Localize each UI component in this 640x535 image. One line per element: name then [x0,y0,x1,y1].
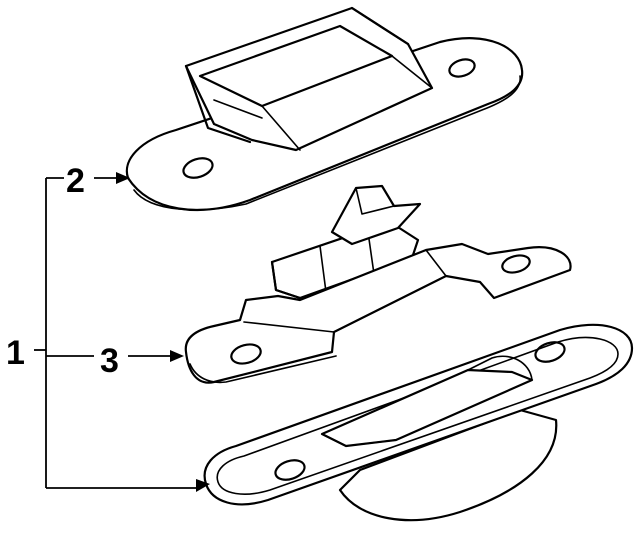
arrow-to-bracket [170,350,184,362]
bracket-part [184,184,572,384]
callout-1: 1 [6,334,25,372]
arrow-to-housing [116,172,130,184]
callout-2: 2 [66,162,85,200]
callout-leaders [34,172,210,492]
lens-base-part [203,323,634,522]
callout-3: 3 [100,342,119,380]
lens-housing-part [125,6,524,211]
arrow-to-lens [196,479,210,492]
